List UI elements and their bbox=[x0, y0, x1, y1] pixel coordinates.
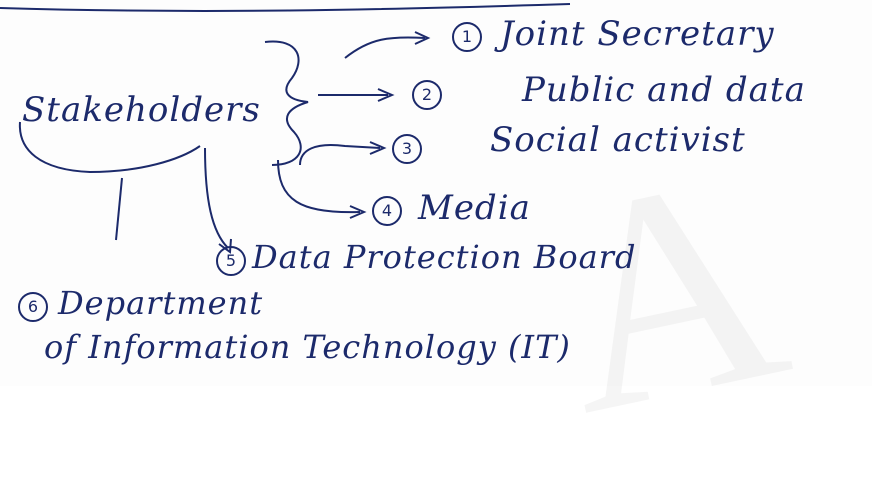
arrow-5 bbox=[204, 147, 229, 249]
stakeholder-outline bbox=[18, 121, 201, 174]
item-6-label-line2: of Information Technology (IT) bbox=[44, 328, 571, 366]
item-4-number: 4 bbox=[372, 196, 402, 226]
item-3-number: 3 bbox=[392, 134, 422, 164]
item-1-number: 1 bbox=[452, 22, 482, 52]
handwritten-notes-canvas: A Stakeholders 1 Joint Secretary 2 Publi… bbox=[0, 3, 806, 366]
item-5-number: 5 bbox=[216, 246, 246, 276]
arrow-4-head bbox=[349, 205, 367, 219]
arrow-1 bbox=[344, 36, 426, 59]
arrow-3-head bbox=[369, 141, 387, 155]
item-6-label-line1: Department bbox=[58, 284, 264, 322]
arrow-3 bbox=[299, 144, 381, 166]
item-1-label: Joint Secretary bbox=[500, 14, 775, 54]
top-rule-line bbox=[0, 3, 571, 12]
line-6 bbox=[115, 177, 123, 241]
item-5-label: Data Protection Board bbox=[252, 238, 637, 276]
item-2-label: Public and data bbox=[522, 70, 806, 110]
arrow-1-head bbox=[414, 31, 431, 45]
arrow-4 bbox=[277, 159, 361, 214]
arrow-2-head bbox=[377, 88, 395, 102]
item-3-label: Social activist bbox=[490, 120, 746, 160]
ink-strokes bbox=[0, 3, 571, 254]
item-6-number: 6 bbox=[18, 292, 48, 322]
stakeholders-label: Stakeholders bbox=[22, 90, 261, 130]
item-2-number: 2 bbox=[412, 80, 442, 110]
brace-shape bbox=[264, 40, 309, 166]
item-4-label: Media bbox=[418, 188, 531, 228]
